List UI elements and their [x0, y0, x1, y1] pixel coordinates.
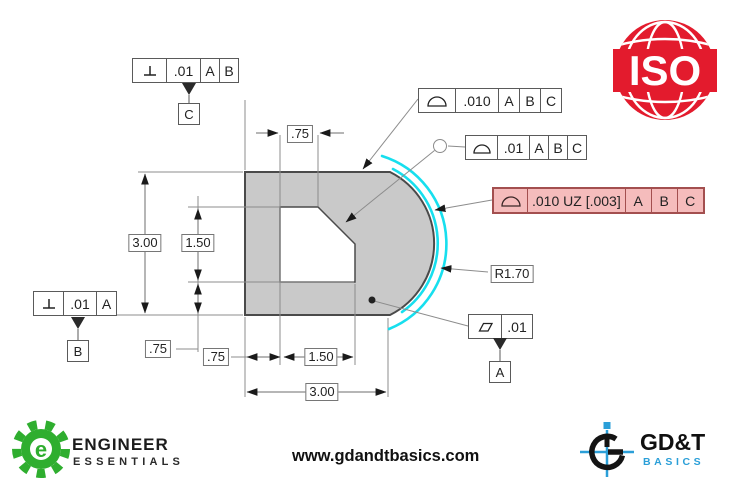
iso-text-band — [613, 49, 717, 92]
fcf-perpendicularity-top: .01 A B — [132, 58, 239, 83]
fcf-flatness: .01 — [468, 314, 533, 339]
perpendicularity-icon — [42, 298, 55, 309]
fcf-datum-ref: B — [519, 89, 540, 112]
datum-stem — [77, 329, 79, 340]
fcf-perpendicularity-left: .01 A — [33, 291, 117, 316]
gdt-basics-icon — [580, 422, 634, 477]
gdt-basics-wordmark: GD&T — [640, 429, 706, 455]
fcf-datum-ref: C — [567, 136, 586, 159]
engineer-essentials-subtext: ESSENTIALS — [73, 456, 185, 468]
fcf-datum-ref: A — [624, 189, 651, 212]
dim-radius: R1.70 — [490, 265, 534, 283]
datum-triangle — [182, 83, 196, 95]
fcf-tolerance: .010 UZ [.003] — [527, 189, 625, 212]
leader-radius — [440, 265, 489, 273]
fcf-symbol-cell — [133, 59, 166, 82]
gdt-basics-subtext: BASICS — [643, 456, 705, 468]
datum-label-c: C — [178, 103, 200, 125]
leader-dot — [368, 296, 376, 304]
fcf-symbol-cell — [469, 315, 501, 338]
extension-lines — [33, 100, 389, 397]
datum-stem — [499, 350, 501, 361]
all-around-icon — [433, 139, 447, 153]
fcf-symbol-cell — [34, 292, 63, 315]
fcf-datum-ref: A — [96, 292, 116, 315]
fcf-tolerance: .01 — [63, 292, 96, 315]
leader-flatness — [373, 300, 469, 327]
fcf-datum-ref: C — [676, 189, 703, 212]
profile-of-a-surface-icon — [472, 144, 491, 154]
fcf-profile-top: .010 A B C — [418, 88, 562, 113]
fcf-symbol-cell — [419, 89, 455, 112]
dim-width: 3.00 — [305, 383, 339, 401]
fcf-datum-ref: B — [548, 136, 567, 159]
profile-of-a-surface-icon — [500, 196, 521, 207]
fcf-tolerance: .010 — [455, 89, 498, 112]
dim-cut-height: 1.50 — [181, 234, 215, 252]
fcf-profile-allaround: .01 A B C — [465, 135, 587, 160]
profile-of-a-surface-icon — [427, 96, 447, 107]
fcf-profile-uz-highlighted: .010 UZ [.003] A B C — [492, 187, 705, 214]
fcf-tolerance: .01 — [501, 315, 532, 338]
leader-allaround-a — [447, 145, 466, 148]
website-url: www.gdandtbasics.com — [292, 447, 480, 465]
datum-stem — [188, 95, 190, 103]
fcf-datum-ref: A — [200, 59, 219, 82]
leader-lines — [176, 98, 493, 358]
fcf-datum-ref: B — [219, 59, 238, 82]
engineer-e-glyph: e — [35, 437, 47, 462]
datum-label-a: A — [489, 361, 511, 383]
iso-logo: ISO — [613, 20, 717, 120]
fcf-symbol-cell — [466, 136, 497, 159]
engineer-gear-icon: e — [12, 420, 70, 478]
dim-height: 3.00 — [128, 234, 162, 252]
fcf-datum-ref: C — [540, 89, 561, 112]
leader-allaround-b — [345, 150, 435, 223]
engineer-essentials-wordmark: ENGINEER — [72, 435, 169, 454]
fcf-tolerance: .01 — [166, 59, 200, 82]
leader-profile-top — [362, 98, 419, 170]
datum-label-b: B — [67, 340, 89, 362]
fcf-datum-ref: A — [529, 136, 548, 159]
fcf-datum-ref: B — [650, 189, 677, 212]
dim-cut-top-width: .75 — [286, 125, 314, 143]
dim-cut-width: 1.50 — [304, 348, 338, 366]
perpendicularity-icon — [143, 65, 156, 76]
iso-text: ISO — [629, 47, 701, 94]
tolerance-zone-arc-inner — [391, 167, 440, 314]
leader-uz-profile — [434, 199, 493, 212]
fcf-symbol-cell — [494, 189, 527, 212]
datum-triangle — [493, 338, 507, 350]
fcf-tolerance: .01 — [497, 136, 529, 159]
dim-offset-bottom: .75 — [202, 348, 230, 366]
fcf-datum-ref: A — [498, 89, 519, 112]
flatness-icon — [477, 322, 493, 332]
dim-offset-left: .75 — [144, 340, 172, 358]
datum-triangle — [71, 317, 85, 329]
